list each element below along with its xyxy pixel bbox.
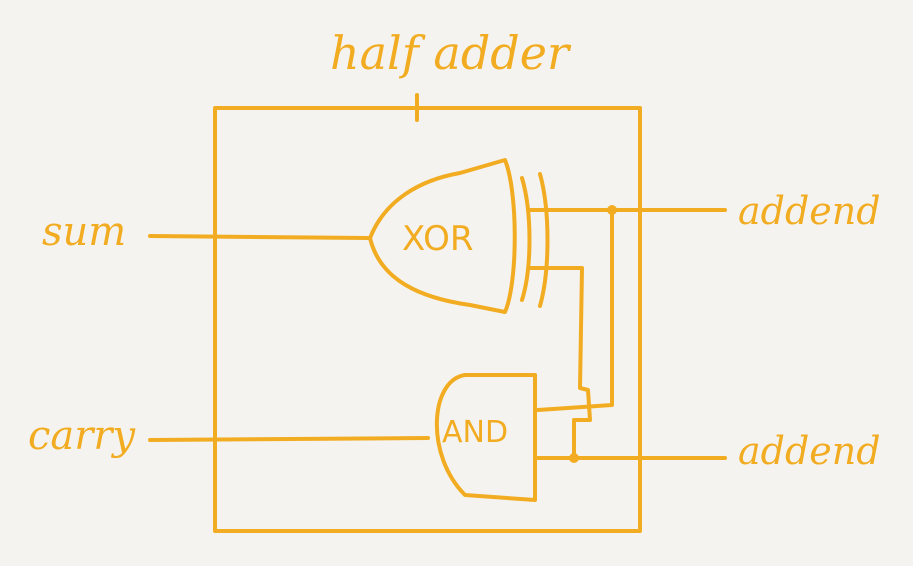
junction-dot-top [607,205,617,215]
addend-bottom-label: addend [738,429,881,473]
module-box [213,106,642,533]
xor-gate [368,158,550,314]
addend-top-drop [536,208,614,412]
carry-wire [148,436,430,442]
xor-gate-label: XOR [402,219,474,259]
junction-dot-bottom [569,453,579,463]
and-gate-label: AND [442,415,509,450]
sum-label: sum [42,209,127,255]
addend-top-label: addend [738,189,881,233]
diagram-title: half adder [330,26,569,80]
xor-to-and-wire [528,266,592,460]
carry-label: carry [28,413,136,459]
and-gate [434,373,537,502]
sum-wire [148,234,370,240]
